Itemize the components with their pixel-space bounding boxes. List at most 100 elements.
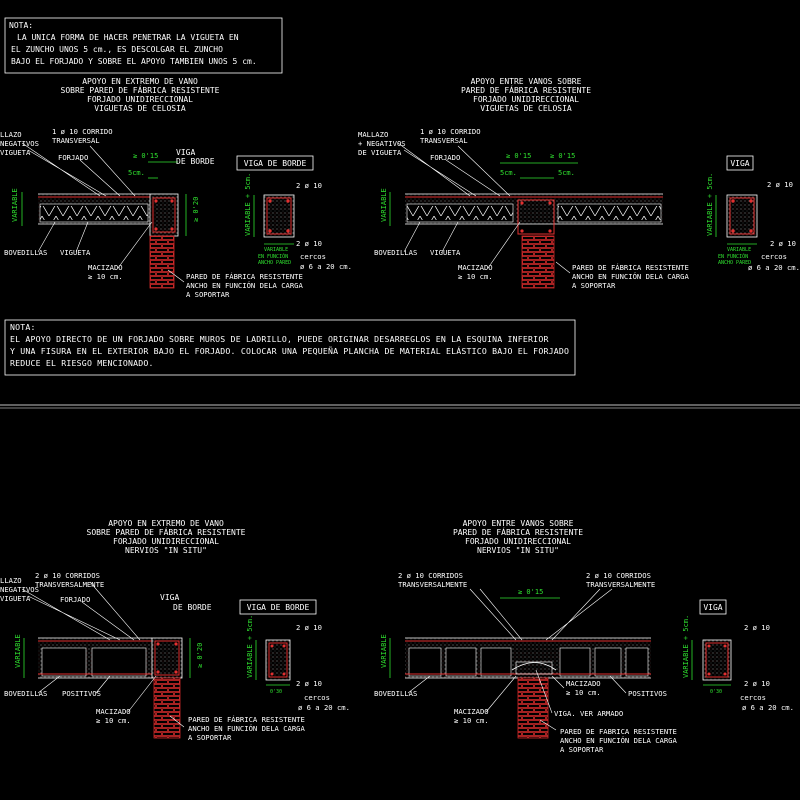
detail-3: APOYO EN EXTREMO DE VANO SOBRE PARED DE … [0,519,350,742]
detail-title: FORJADO UNIDIRECCIONAL [465,537,571,546]
detail-title: NERVIOS "IN SITU" [125,546,207,555]
label-pared: ANCHO EN FUNCIÓN DELA CARGA [560,736,678,745]
rebar-dot [174,642,178,646]
rebar-dot [707,672,711,676]
beam-outline [515,661,553,675]
label-pared: A SOPORTAR [186,290,230,299]
section-stirrup [266,197,292,235]
section-stirrup [729,197,755,235]
brick-wall [521,235,555,289]
rebar-dot [723,644,727,648]
note-line: EL ZUNCHO UNOS 5 cm., ES DESCOLGAR EL ZU… [11,45,223,54]
label-bottom-bars: 2 ø 10 [296,679,322,688]
bovedilla [445,647,477,677]
section-title: VIGA [730,159,749,168]
rebar-dot [170,227,174,231]
label-viga: DE BORDE [176,157,215,166]
label-viga: DE BORDE [173,603,212,612]
detail-title: PARED DE FÁBRICA RESISTENTE [461,84,591,95]
dim-label: ≥ 0'15 [506,152,531,160]
note-line: EL APOYO DIRECTO DE UN FORJADO SOBRE MUR… [10,334,549,344]
section-title: VIGA DE BORDE [244,159,307,168]
note-frame [4,319,576,376]
label-macizado-left: ≥ 10 cm. [454,716,489,725]
label-vigueta: VIGUETA [60,248,91,257]
dim-label: 5cm. [500,169,517,177]
dim-bottom: VARIABLE [264,247,288,253]
detail-title: SOBRE PARED DE FÁBRICA RESISTENTE [61,84,220,95]
rebar-dot [156,670,160,674]
label-pared: A SOPORTAR [560,745,604,754]
stirrup [152,197,176,233]
detail-title: FORJADO UNIDIRECCIONAL [113,537,219,546]
section-title-frame [239,599,317,615]
rebar-dot [749,199,753,203]
label-pared: PARED DE FABRICA RESISTENTE [560,727,677,736]
edge-beam [149,193,179,237]
rebar-dot [749,229,753,233]
detail-1: APOYO EN EXTREMO DE VANO SOBRE PARED DE … [0,77,352,299]
label-pared: A SOPORTAR [572,281,616,290]
dim-label: ≥ 0'20 [196,643,204,668]
label-cercos: cercos [304,693,330,702]
rebar-dot [174,670,178,674]
label-corridos-left: 2 ø 10 CORRIDOS [398,571,463,580]
label-top-bars: 2 ø 10 [296,623,322,632]
dim-side: VARIABLE + 5cm. [706,173,714,236]
label-corridos-right: TRANSVERSALMENTE [586,580,655,589]
lattice-truss [407,206,513,220]
label-pared: A SOPORTAR [188,733,232,742]
label-macizado: ≥ 10 cm. [458,272,493,281]
bovedilla [594,647,622,677]
note-line: Y UNA FISURA EN EL EXTERIOR BAJO EL FORJ… [10,345,569,356]
detail-title: APOYO EN EXTREMO DE VANO [82,77,198,86]
rebar-dot [268,199,272,203]
lattice-truss [40,206,148,220]
label-corridos: TRANSVERSAL [420,136,468,145]
section-title-frame [236,155,314,171]
beam-section [265,639,291,681]
detail-title: FORJADO UNIDIRECCIONAL [87,95,193,104]
dim-bottom: EN FUNCIÓN [718,253,748,260]
label-mallazo: NEGATIVOS [0,585,39,594]
dim-bottom: VARIABLE [727,247,751,253]
rebar-dot [170,199,174,203]
detail-title: APOYO EN EXTREMO DE VANO [108,519,224,528]
rebar-dot [548,201,552,205]
rebar-dot [154,199,158,203]
leader-lines [397,142,571,274]
rebar-dot [156,642,160,646]
leader-lines [407,588,627,731]
label-mallazo: LLAZO [0,576,22,585]
label-positivos: POSITIVOS [62,689,101,698]
label-positivos: POSITIVOS [628,689,667,698]
dim-label: ≥ 0'15 [133,152,158,160]
note-top: NOTA: LA UNICA FORMA DE HACER PENETRAR L… [4,17,283,74]
label-cercos: cercos [740,693,766,702]
dim-bottom: 0'30 [270,689,282,695]
label-forjado: FORJADO [60,595,90,604]
dim-variable: VARIABLE [11,188,19,222]
label-pared: ANCHO EN FUNCIÓN DELA CARGA [186,281,304,290]
detail-title: FORJADO UNIDIRECCIONAL [473,95,579,104]
label-pared: ANCHO EN FUNCIÓN DELA CARGA [188,724,306,733]
note-frame [4,17,283,74]
label-corridos: TRANSVERSAL [52,136,100,145]
label-corridos: 1 ø 10 CORRIDO [52,127,113,136]
detail-2: APOYO ENTRE VANOS SOBRE PARED DE FÁBRICA… [358,77,800,290]
section-stirrup [705,642,729,678]
label-macizado: ≥ 10 cm. [88,272,123,281]
dim-label: 5cm. [558,169,575,177]
rebar-dot [707,644,711,648]
rebar-dot [548,229,552,233]
note-middle: NOTA: EL APOYO DIRECTO DE UN FORJADO SOB… [4,319,576,376]
label-mallazo: + NEGATIVOS [358,139,406,148]
rebar-dot [270,644,274,648]
label-top-bars: 2 ø 10 [744,623,770,632]
leader-lines [21,581,185,728]
leader-lines [21,142,185,283]
rebar-dot [286,229,290,233]
label-bovedillas: BOVEDILLAS [4,248,47,257]
detail-title: VIGUETAS DE CELOSIA [94,104,186,113]
